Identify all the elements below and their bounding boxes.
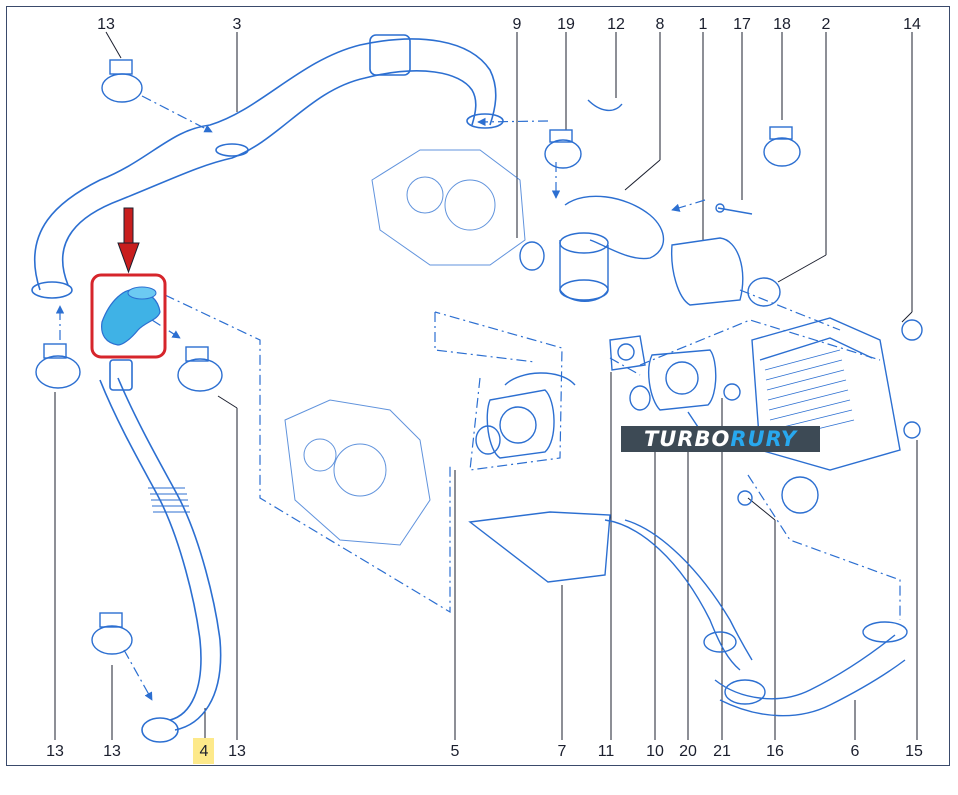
part-4-highlight: [193, 738, 214, 764]
pointer-arrow: [117, 207, 140, 274]
throttle-assembly: [475, 335, 741, 459]
callout-top-1: 3: [233, 16, 242, 33]
callout-bottom-2: 4: [200, 743, 209, 760]
logo-text-part2: RURY: [730, 427, 798, 451]
callout-bottom-5: 7: [558, 743, 567, 760]
assembly-guides: [55, 95, 901, 701]
hose-lower-4: [99, 359, 222, 743]
callout-leaders: [54, 31, 918, 740]
callout-bottom-8: 20: [679, 743, 697, 760]
hose-clamps-13: [35, 59, 801, 655]
highlight-box: [90, 273, 167, 359]
callout-bottom-7: 10: [646, 743, 664, 760]
callout-bottom-3: 13: [228, 743, 246, 760]
callout-bottom-4: 5: [451, 743, 460, 760]
logo-text-part1: TURBO: [643, 427, 731, 451]
callout-bottom-0: 13: [46, 743, 64, 760]
callout-top-5: 8: [656, 16, 665, 33]
callout-top-3: 19: [557, 16, 575, 33]
callout-top-10: 14: [903, 16, 921, 33]
callout-top-4: 12: [607, 16, 625, 33]
callout-top-2: 9: [513, 16, 522, 33]
callout-labels: 13 3 9 19 12 8 1 17 18 2 14 13 13 4 13 5…: [46, 16, 923, 760]
callout-bottom-6: 11: [598, 743, 615, 760]
diagram-frame: [6, 6, 950, 766]
callout-top-7: 17: [733, 16, 751, 33]
highlighted-elbow-part: [90, 273, 167, 359]
hose-upper-3: [31, 34, 504, 299]
callout-top-6: 1: [699, 16, 708, 33]
intercooler: [737, 317, 923, 514]
engine-housing-sketch: [284, 149, 526, 546]
callout-bottom-10: 16: [766, 743, 784, 760]
callout-bottom-11: 6: [851, 743, 860, 760]
callout-top-0: 13: [97, 16, 115, 33]
callout-top-9: 2: [822, 16, 831, 33]
callout-bottom-12: 15: [905, 743, 923, 760]
callout-bottom-9: 21: [713, 743, 731, 760]
callout-top-8: 18: [773, 16, 791, 33]
intake-assembly: [519, 99, 781, 307]
air-duct-and-pipe: [468, 511, 908, 717]
callout-bottom-1: 13: [103, 743, 121, 760]
